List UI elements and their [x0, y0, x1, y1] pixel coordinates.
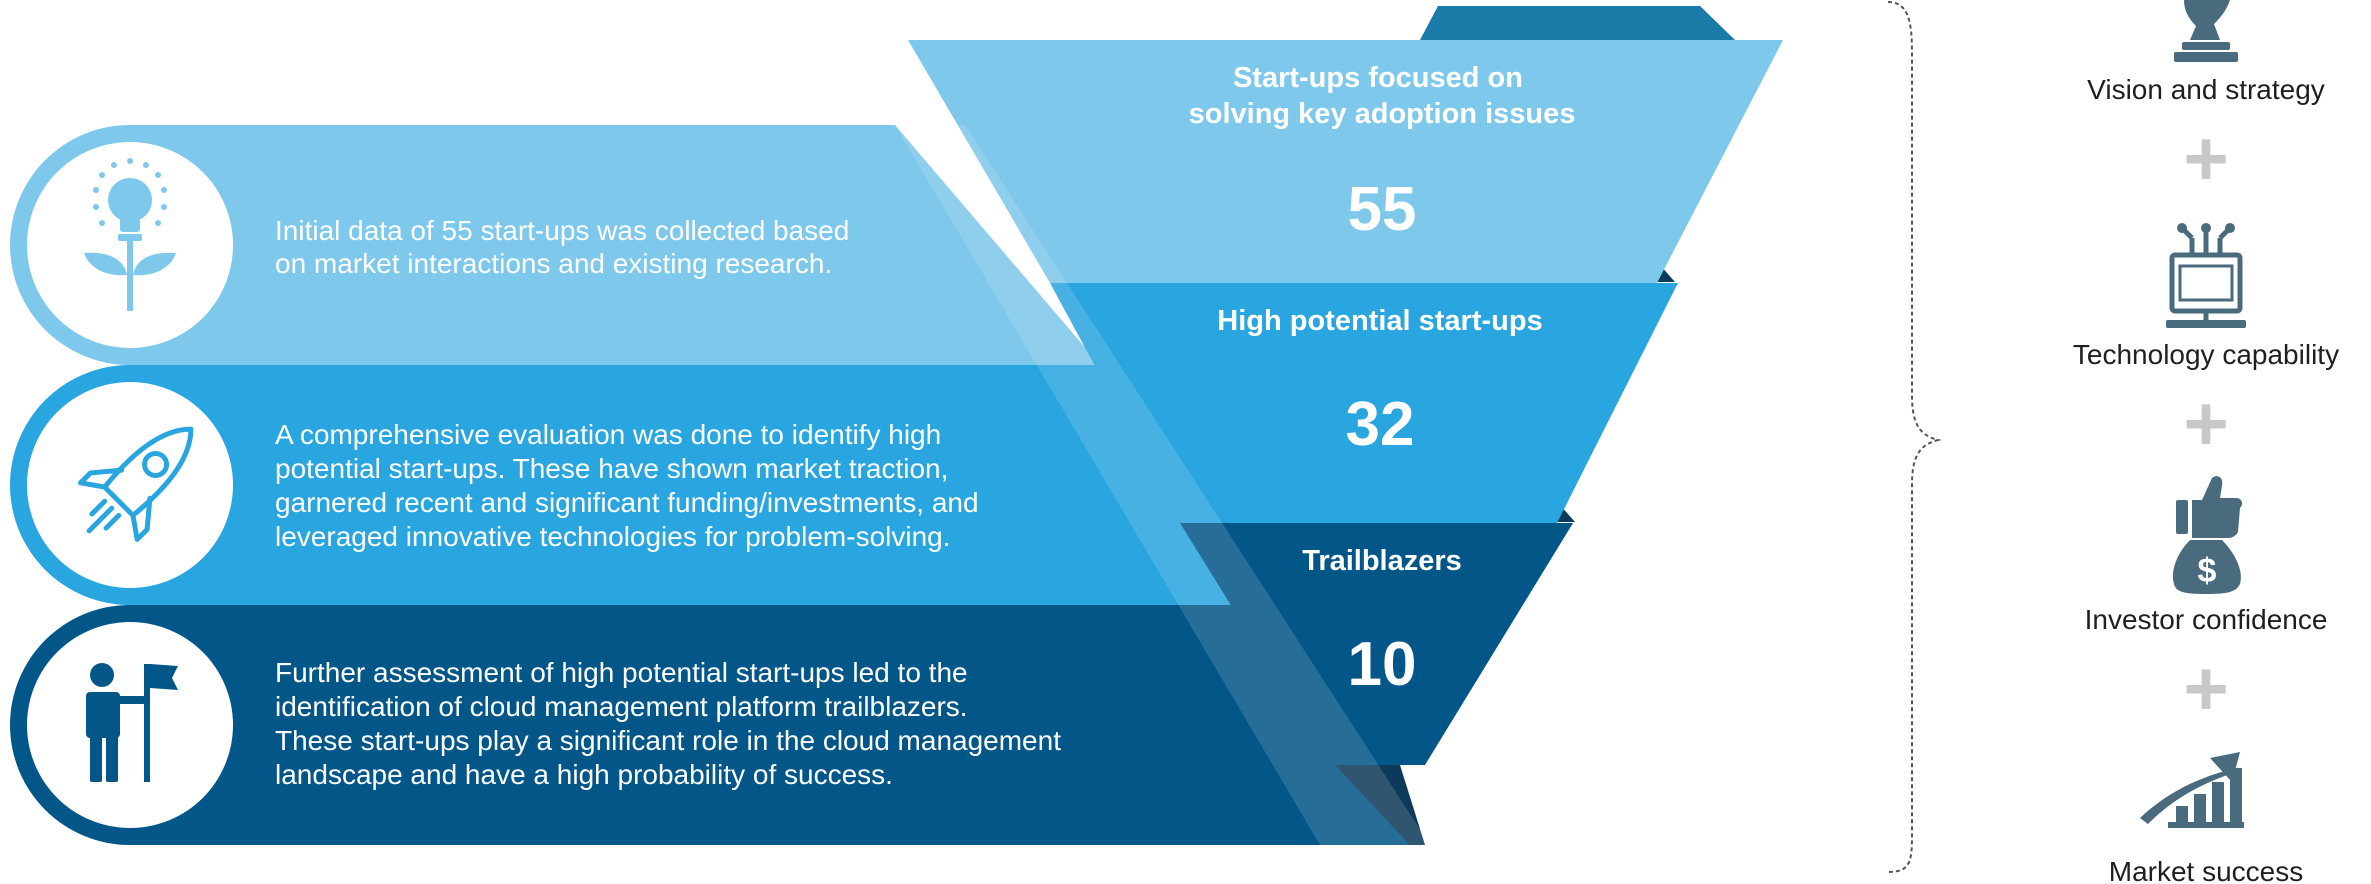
funnel-top-accent [1420, 6, 1735, 40]
funnel-tier-1-heading: Start-ups focused on solving key adoptio… [1189, 62, 1576, 130]
rocket-icon [78, 426, 194, 542]
band-2-shape [10, 365, 1302, 605]
circuit-monitor-icon [2169, 228, 2243, 327]
band-2-desc-line: leveraged innovative technologies for pr… [275, 521, 951, 552]
band-3-desc-line: Further assessment of high potential sta… [275, 657, 968, 688]
band-1-description: Initial data of 55 start-ups was collect… [275, 215, 857, 279]
criterion-technology-capability: Technology capability [2073, 223, 2339, 370]
criterion-label: Technology capability [2073, 339, 2339, 370]
lightbulb-plant-icon [84, 158, 176, 311]
stage-band-3: Further assessment of high potential sta… [10, 605, 1410, 845]
curly-brace [1887, 1, 1942, 873]
thumbs-up-money-bag-icon [2172, 476, 2243, 594]
circuit-nodes [2166, 223, 2246, 328]
band-3-desc-line: These start-ups play a significant role … [275, 725, 1061, 756]
funnel-tier-3-count: 10 [1348, 630, 1417, 699]
person-with-flag-icon [86, 663, 178, 782]
criterion-label: Vision and strategy [2087, 74, 2325, 105]
band-3-description: Further assessment of high potential sta… [275, 657, 1069, 790]
band-1-desc-line: Initial data of 55 start-ups was collect… [275, 215, 849, 246]
band-3-icon-circle [27, 622, 233, 828]
band-1-shape [10, 125, 1100, 365]
funnel-bottom-accent [1335, 765, 1425, 845]
band-2-icon-circle [27, 382, 233, 588]
criterion-vision-strategy: Vision and strategy [2087, 0, 2325, 105]
criterion-label: Market success [2109, 856, 2304, 884]
stage-band-1: Initial data of 55 start-ups was collect… [10, 125, 1100, 365]
band-3-desc-line: landscape and have a high probability of… [275, 759, 893, 790]
criterion-investor-confidence: $ Investor confidence [2085, 476, 2328, 635]
band-2-description: A comprehensive evaluation was done to i… [275, 419, 986, 552]
growth-bar-chart-icon [2140, 752, 2244, 828]
plus-sign: + [2183, 644, 2229, 732]
funnel-tier-2-heading: High potential start-ups [1217, 305, 1542, 337]
funnel-diagonal-overlay [895, 125, 1430, 845]
criteria-column: Vision and strategy + Technology capabil… [2073, 0, 2339, 884]
criterion-label: Investor confidence [2085, 604, 2328, 635]
band-3-shape [10, 605, 1410, 845]
funnel-tier-2 [1050, 283, 1678, 523]
stage-band-2: A comprehensive evaluation was done to i… [10, 365, 1302, 605]
plus-sign: + [2183, 114, 2229, 202]
chess-knight-icon [2174, 0, 2238, 62]
band-2-desc-line: A comprehensive evaluation was done to i… [275, 419, 941, 450]
funnel-tier-1-count: 55 [1348, 175, 1417, 244]
band-2-desc-line: garnered recent and significant funding/… [275, 487, 979, 518]
funnel-tier-3 [1180, 523, 1573, 765]
band-1-desc-line: on market interactions and existing rese… [275, 248, 832, 279]
funnel-tier-3-heading: Trailblazers [1302, 545, 1462, 577]
criterion-market-success: Market success [2109, 752, 2304, 884]
dollar-sign: $ [2198, 552, 2217, 590]
funnel-tier-2-count: 32 [1346, 390, 1415, 459]
funnel-tier-1-heading-line: solving key adoption issues [1189, 98, 1576, 130]
funnel-tier-1 [908, 40, 1783, 283]
band-2-desc-line: potential start-ups. These have shown ma… [275, 453, 948, 484]
plus-sign: + [2183, 379, 2229, 467]
funnel-tier-1-heading-line: Start-ups focused on [1233, 62, 1523, 94]
funnel: Start-ups focused on solving key adoptio… [895, 6, 1783, 845]
band-3-desc-line: identification of cloud management platf… [275, 691, 968, 722]
